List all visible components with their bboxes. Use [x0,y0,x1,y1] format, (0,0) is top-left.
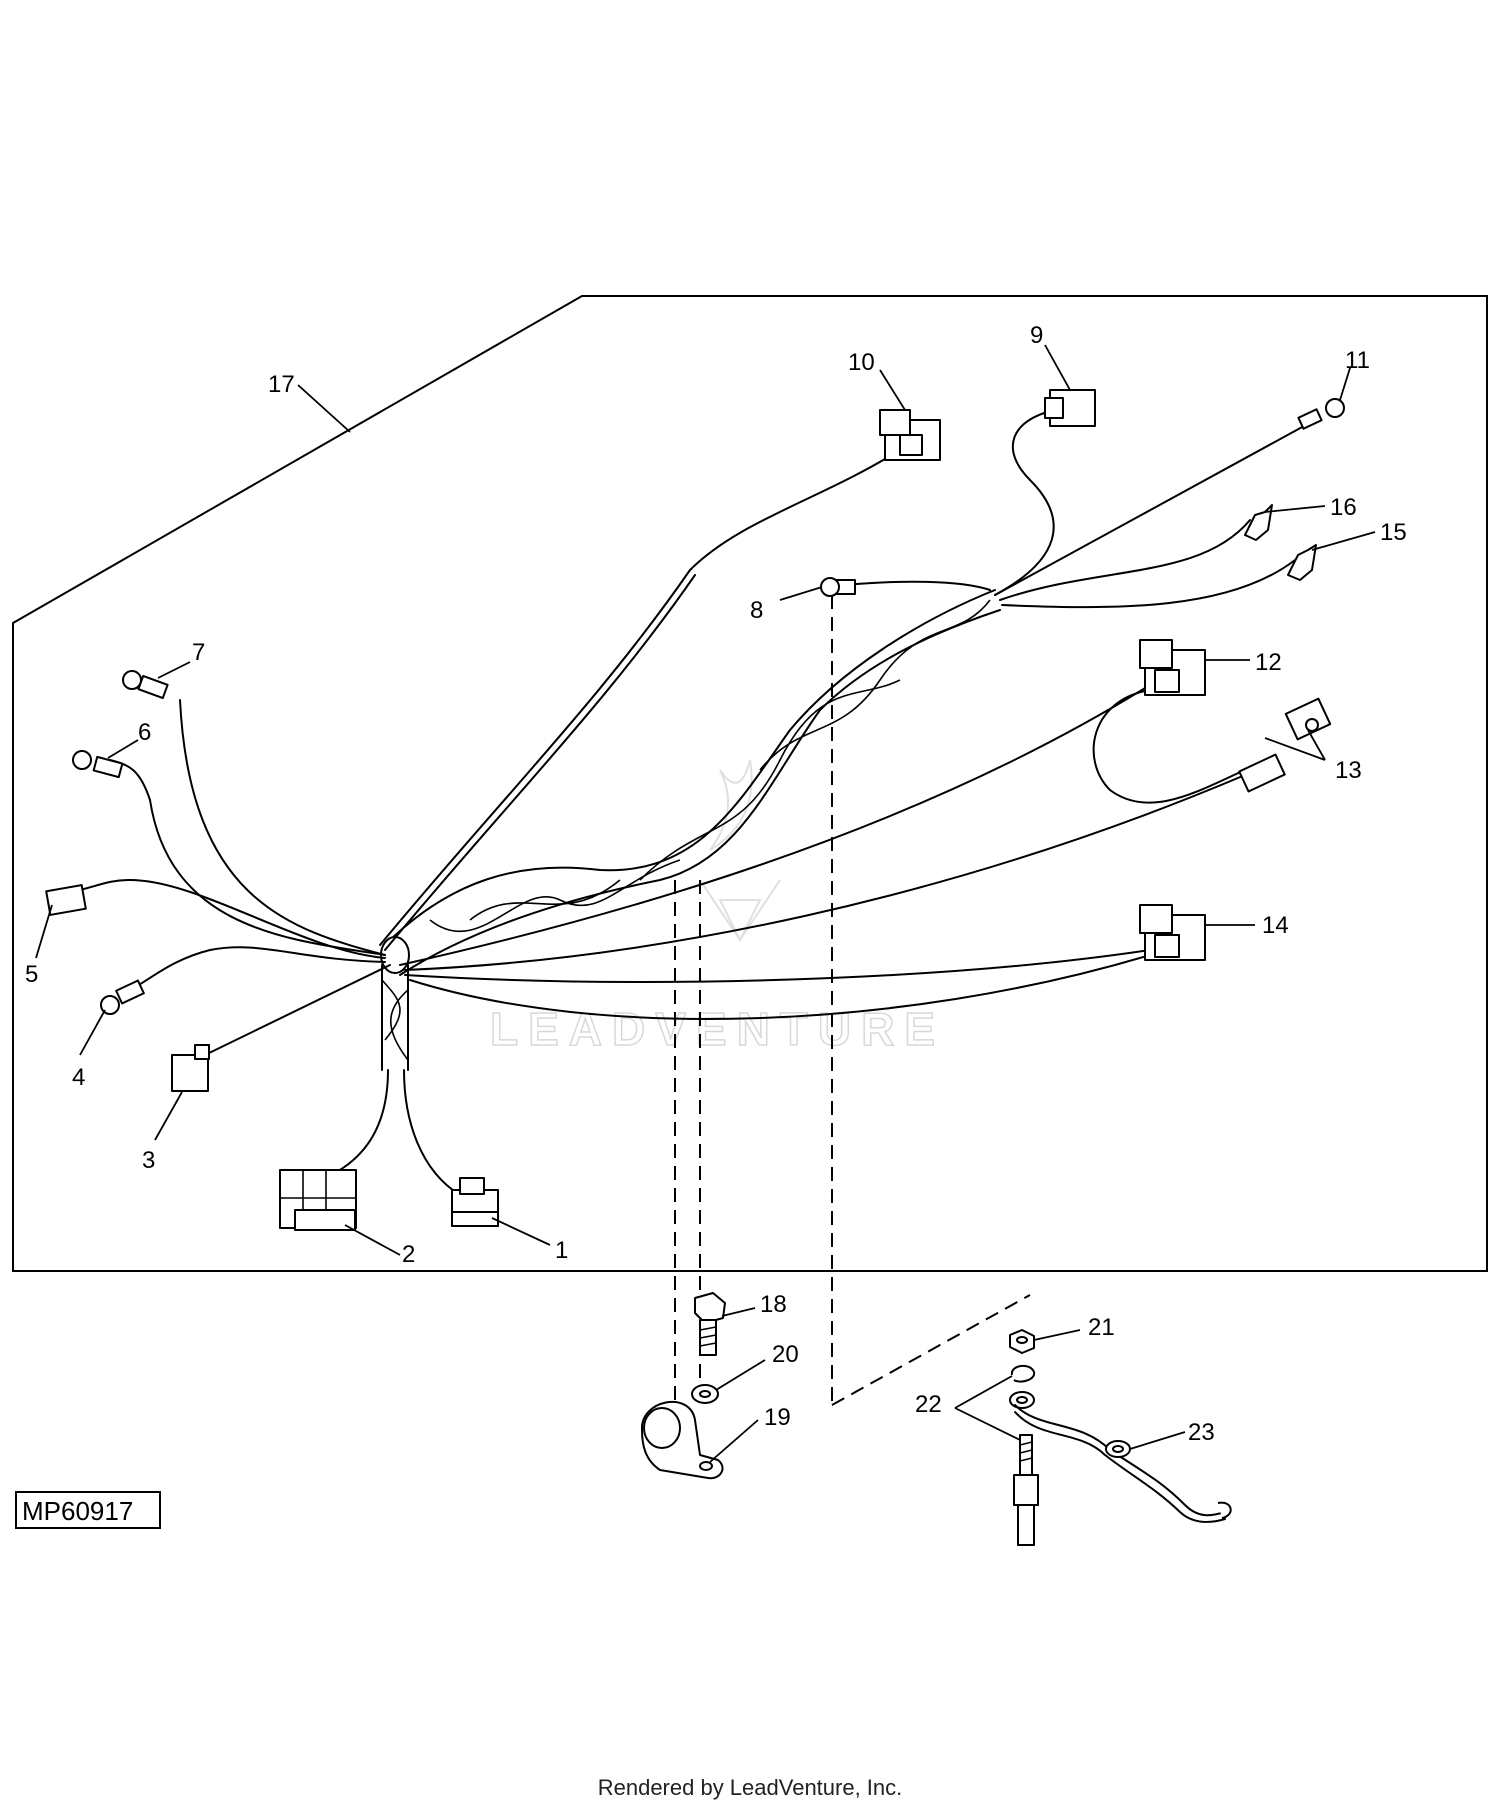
callout-1: 1 [555,1237,568,1264]
callout-23: 23 [1188,1419,1215,1446]
harness-frame [12,295,1488,1272]
terminal-7 [122,670,169,700]
bus-bar-23 [1014,1404,1232,1523]
callout-22: 22 [915,1391,942,1418]
callout-18: 18 [760,1291,787,1318]
callout-15: 15 [1380,519,1407,546]
connector-3 [171,1044,210,1092]
lock-washer [1010,1364,1036,1383]
connector-5 [45,884,87,916]
callout-12: 12 [1255,649,1282,676]
callout-labels: 17 10 9 11 16 15 8 12 13 14 7 6 5 4 3 2 … [25,322,1407,1446]
callout-16: 16 [1330,494,1357,521]
callout-21: 21 [1088,1314,1115,1341]
connector-12 [1139,639,1206,696]
terminal-8 [820,577,856,597]
callout-14: 14 [1262,912,1289,939]
figure-code: MP60917 [15,1491,161,1529]
terminal-16 [1244,504,1273,541]
callout-5: 5 [25,961,38,988]
callout-6: 6 [138,719,151,746]
connectors [45,389,1345,1231]
washer-20 [691,1384,719,1404]
connector-13 [1238,697,1332,793]
callout-11: 11 [1345,347,1370,374]
connector-9 [1044,389,1096,427]
connector-2 [279,1169,357,1231]
terminal-15 [1287,544,1317,581]
callout-17: 17 [268,371,295,398]
clamp-19 [640,1401,724,1480]
connector-14 [1139,904,1206,961]
callout-19: 19 [764,1404,791,1431]
callout-10: 10 [848,349,875,376]
glow-plug-22 [1013,1434,1039,1546]
connector-1 [451,1177,499,1227]
hardware [640,1292,1232,1546]
nut-21 [1009,1329,1035,1354]
ring-lug [1009,1391,1035,1409]
footer-credit: Rendered by LeadVenture, Inc. [597,1775,903,1800]
callout-3: 3 [142,1147,155,1174]
leader-lines [35,344,1376,1463]
callout-4: 4 [72,1064,85,1091]
callout-2: 2 [402,1241,415,1268]
harness-sleeve [380,589,1001,1071]
alignment-lines [674,595,1031,1406]
figure-code-text: MP60917 [22,1496,133,1526]
callout-13: 13 [1335,757,1362,784]
terminal-6 [72,750,124,779]
callout-9: 9 [1030,322,1043,349]
wires [79,409,1316,1196]
terminal-4 [100,979,145,1015]
callout-20: 20 [772,1341,799,1368]
callout-8: 8 [750,597,763,624]
callout-7: 7 [192,639,205,666]
terminal-11 [1297,398,1345,430]
connector-10 [879,409,941,461]
bolt-18 [694,1292,726,1356]
